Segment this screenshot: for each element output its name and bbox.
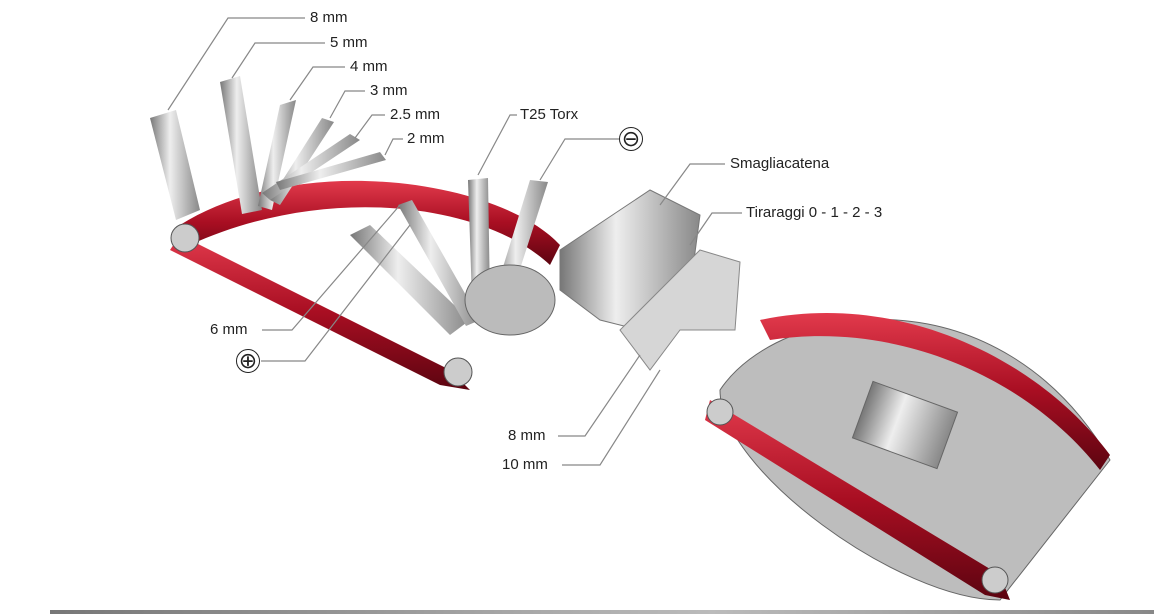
callout-lines (167, 17, 742, 466)
label-2mm-hex: 2 mm (407, 130, 445, 147)
open-multitool (150, 76, 560, 390)
label-8mm-wrench: 8 mm (508, 427, 546, 444)
flat-screwdriver-icon: ⊖ (619, 127, 643, 151)
closed-multitool (705, 312, 1111, 601)
chain-tool (559, 189, 741, 371)
label-8mm-hex: 8 mm (310, 9, 348, 26)
label-6mm-hex: 6 mm (210, 321, 248, 338)
label-t25-torx: T25 Torx (520, 106, 579, 123)
label-2-5mm-hex: 2.5 mm (390, 106, 441, 123)
label-spoke-wrench: Tiraraggi 0 - 1 - 2 - 3 (746, 204, 883, 221)
bottom-divider (50, 610, 1154, 614)
phillips-screwdriver-icon: ⊕ (236, 349, 260, 373)
label-chain-tool: Smagliacatena (730, 155, 830, 172)
label-5mm-hex: 5 mm (330, 34, 368, 51)
label-3mm-hex: 3 mm (370, 82, 408, 99)
label-10mm-wrench: 10 mm (502, 456, 548, 473)
label-4mm-hex: 4 mm (350, 58, 388, 75)
